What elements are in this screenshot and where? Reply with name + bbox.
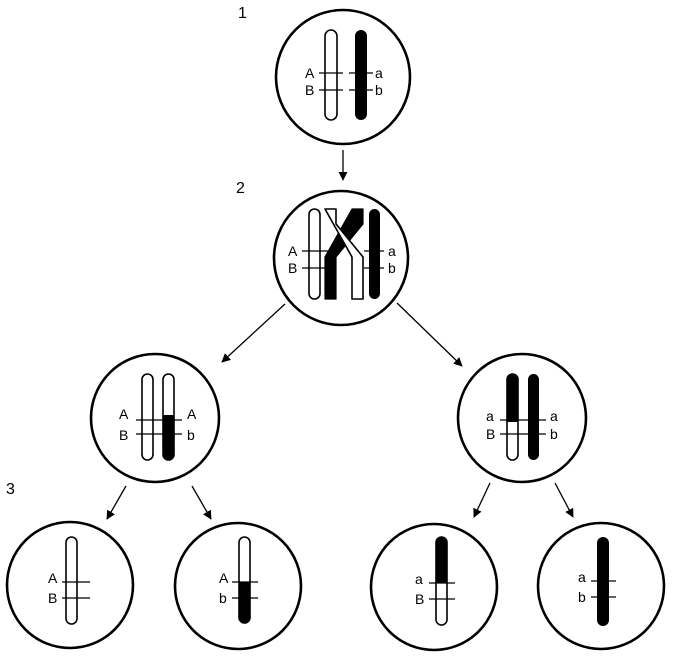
gene-label: B [288,260,297,276]
gene-label: A [305,65,315,81]
gene-label: B [415,591,424,607]
gene-label: B [486,426,495,442]
gene-label: A [219,570,229,586]
gene-label: a [578,569,586,585]
chromatid-black [528,374,539,460]
cell-3-right: a B a b [456,352,588,484]
gene-label: B [48,590,57,606]
arrow-left-to-g2 [191,485,212,520]
gamete-2: A b [173,521,303,651]
arrow-right-to-g3 [473,482,491,518]
gene-label: b [388,260,396,276]
arrows [106,150,574,520]
gene-label: b [550,426,558,442]
gene-label: b [375,82,383,98]
step-label-2: 2 [236,180,245,197]
gene-label: a [388,243,396,259]
chromosome-black [355,30,367,120]
cell-membrane [173,521,303,651]
cell-membrane [369,522,499,652]
gamete-4: a b [536,521,666,651]
arrow-right-to-g4 [554,482,574,518]
chromatid-mixed [163,415,174,461]
gene-label: A [119,406,129,422]
gene-label: A [288,243,298,259]
gamete-1: A B [5,520,135,650]
gene-label: A [187,406,197,422]
step-label-3: 3 [6,481,15,498]
gene-label: A [48,570,58,586]
chromatid-outline [162,373,175,461]
chromosome-white [65,536,78,625]
gene-label: b [187,427,195,443]
chromatid-white [141,373,154,461]
step-label-1: 1 [238,5,247,22]
gene-label: a [415,571,423,587]
gene-label: a [375,65,383,81]
cell-3-left: A B A b [89,352,221,484]
chromosome-white [324,29,338,121]
chromosome-mixed [238,536,251,624]
arrow-2-to-left [221,303,286,363]
cell-membrane [89,352,221,484]
arrow-2-to-right [396,302,463,367]
arrow-left-to-g1 [106,485,127,520]
cell-membrane [274,8,412,146]
gamete-3: a B [369,522,499,652]
chromatid-black [369,209,380,299]
cell-1: A B a b [274,8,412,146]
gene-label: a [550,408,558,424]
gene-label: B [305,82,314,98]
gene-label: b [578,589,586,605]
chromatid-crossed-white [324,208,364,300]
cell-membrane [456,352,588,484]
chromatid-white [308,208,321,300]
gene-label: a [486,408,494,424]
cell-2: A B a b [272,189,410,327]
gene-label: b [219,590,227,606]
gene-label: B [119,427,128,443]
chromatid-crossed-black [324,208,364,300]
